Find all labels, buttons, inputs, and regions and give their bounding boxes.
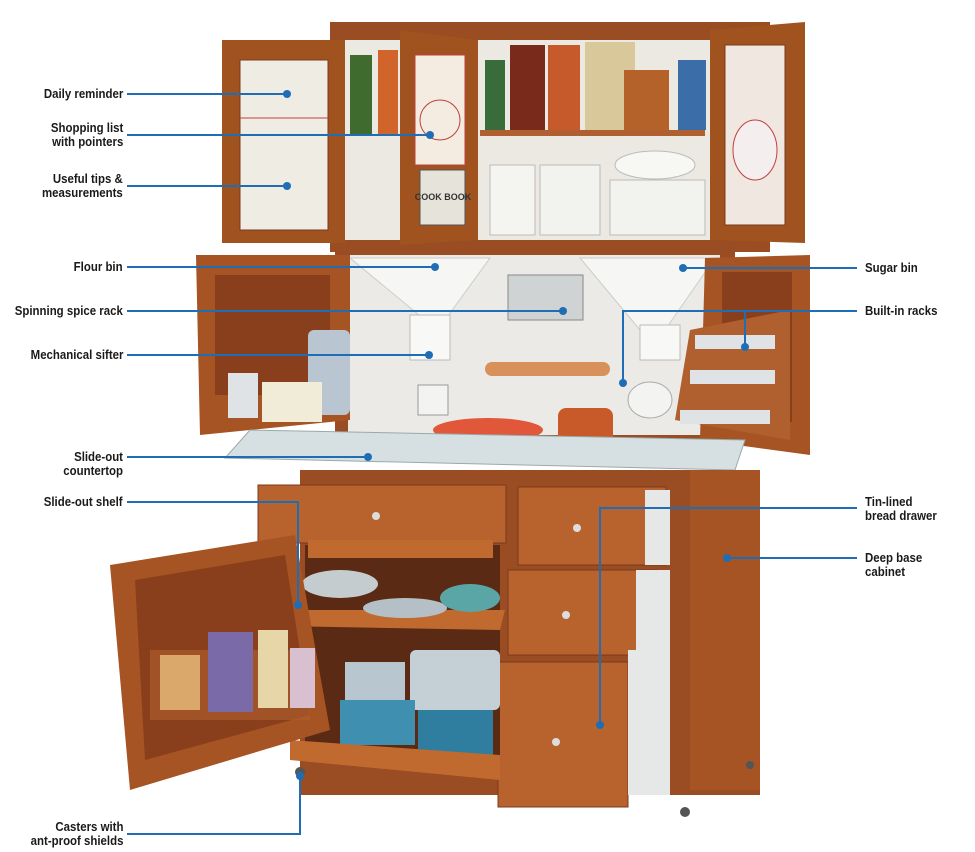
label-base-cabinet: Deep base cabinet [865, 550, 923, 579]
upper-left-door [222, 40, 345, 243]
upper-cabinet [330, 22, 770, 252]
label-shopping-list: Shopping list with pointers [50, 120, 123, 149]
upper-mid-door: COOK BOOK [400, 30, 478, 245]
label-sifter: Mechanical sifter [30, 347, 123, 362]
leader-bread-drawer [599, 507, 857, 725]
mid-right-door [675, 255, 810, 455]
cookbook-text: COOK BOOK [415, 192, 472, 202]
leader-casters [127, 776, 301, 835]
label-spice-rack: Spinning spice rack [14, 303, 123, 318]
label-useful-tips: Useful tips & measurements [42, 171, 123, 200]
mid-left-door [196, 255, 350, 435]
upper-right-door [710, 22, 805, 243]
work-area [335, 245, 735, 450]
caster [680, 807, 690, 817]
label-built-in-racks: Built-in racks [865, 303, 938, 318]
label-bread-drawer: Tin-lined bread drawer [865, 494, 937, 523]
label-casters: Casters with ant-proof shields [30, 819, 123, 848]
leader-lines [127, 93, 857, 835]
base-cabinet [257, 470, 760, 808]
label-flour-bin: Flour bin [74, 259, 123, 274]
base-door [110, 535, 330, 790]
label-sugar-bin: Sugar bin [865, 260, 918, 275]
leader-dots [283, 90, 749, 780]
label-daily-reminder: Daily reminder [43, 86, 123, 101]
leader-shelf [127, 501, 299, 605]
label-countertop: Slide-out countertop [63, 449, 123, 478]
label-shelf: Slide-out shelf [44, 494, 123, 509]
caster [746, 761, 754, 769]
leader-built-in-racks [622, 310, 857, 383]
